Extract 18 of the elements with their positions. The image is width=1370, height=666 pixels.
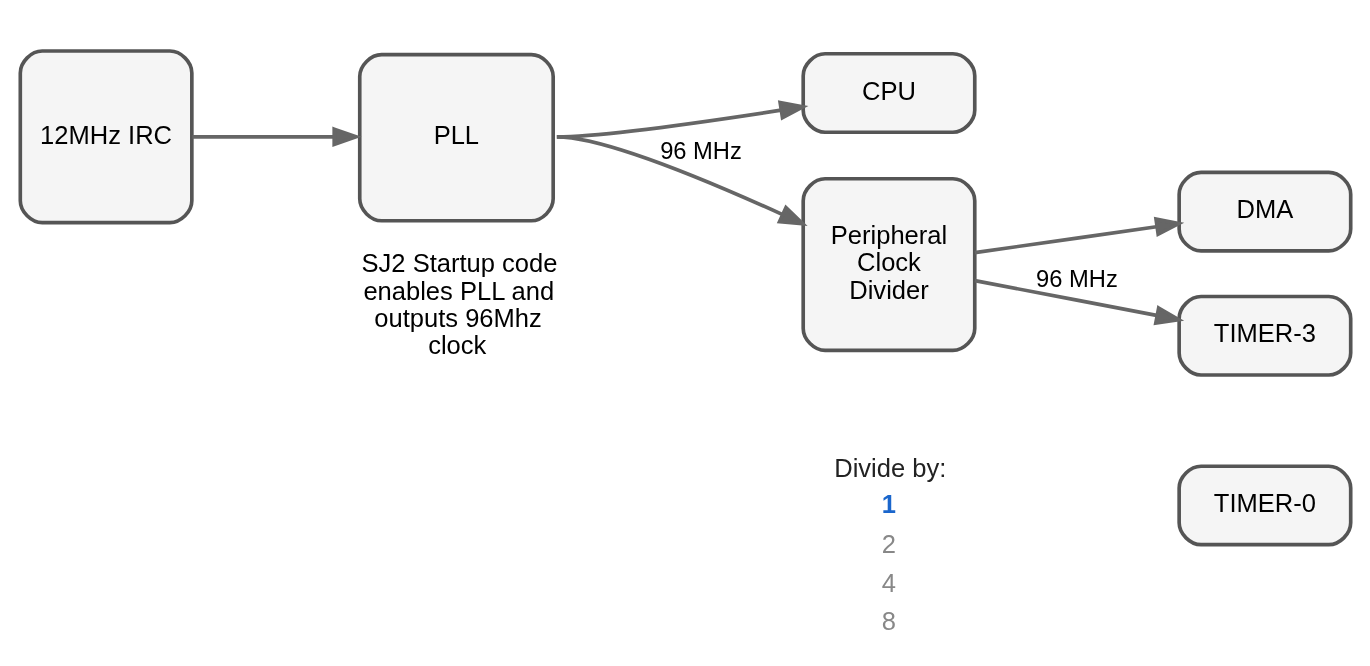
node-box: Peripheral Clock Divider xyxy=(800,176,977,353)
label: 4 xyxy=(881,568,896,597)
edge-label: 96 MHz xyxy=(1035,266,1118,293)
arrow xyxy=(974,216,1184,255)
node-box: CPU xyxy=(800,51,977,135)
label: 8 xyxy=(881,606,896,635)
node-label: SJ2 Startup code enables PLL and outputs 96Mhz clock xyxy=(361,249,557,360)
arrow xyxy=(191,126,362,148)
label: 2 xyxy=(881,530,896,559)
node-box: TIMER-3 xyxy=(1176,294,1353,377)
edge-label: 96 MHz xyxy=(659,138,742,165)
label: 1 xyxy=(881,490,896,519)
node-box: DMA xyxy=(1176,170,1353,253)
node-box: 12MHz IRC xyxy=(17,49,194,225)
label: Divide by: xyxy=(833,453,946,482)
node-box: TIMER-0 xyxy=(1176,464,1353,547)
arrow xyxy=(556,135,808,227)
arrow xyxy=(974,278,1184,326)
